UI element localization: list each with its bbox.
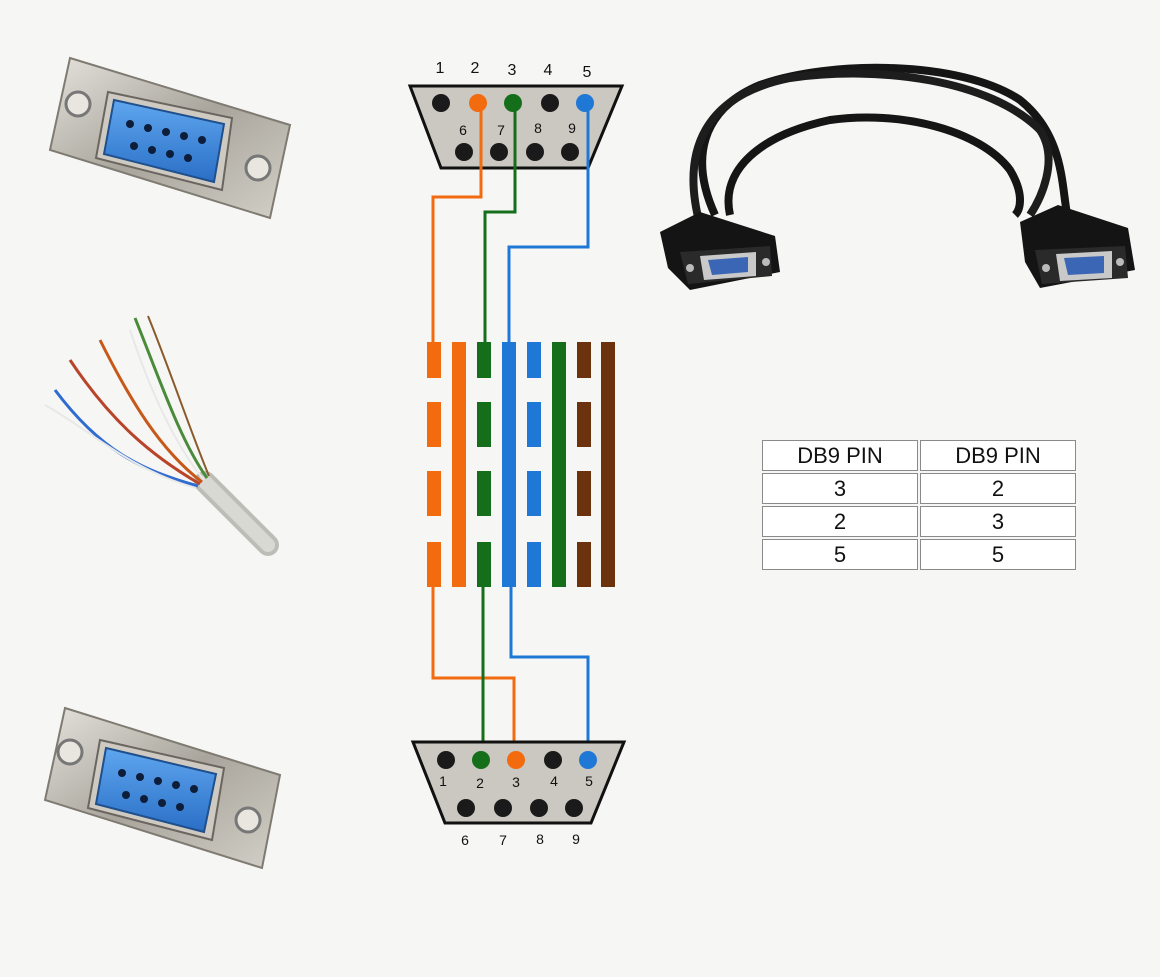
conductor-blue [502, 342, 516, 587]
wire-orange-top [431, 108, 483, 345]
pin-7-bottom [494, 799, 512, 817]
pinout-table: DB9 PIN DB9 PIN 3 2 2 3 5 5 [760, 438, 1078, 572]
pin-5-top [576, 94, 594, 112]
wires-top [431, 108, 590, 345]
pin-8-bottom [530, 799, 548, 817]
pin-label-bottom-2: 2 [476, 775, 484, 791]
pin-label-bottom-3: 3 [512, 774, 520, 790]
pin-label-bottom-5: 5 [585, 773, 593, 789]
pin-label-top-8: 8 [534, 120, 542, 136]
pin-3-top [504, 94, 522, 112]
pin-label-bottom-1: 1 [439, 773, 447, 789]
table-cell: 2 [920, 473, 1076, 504]
table-header-left: DB9 PIN [762, 440, 918, 471]
pin-9-top [561, 143, 579, 161]
wires-bottom [431, 587, 590, 752]
pin-label-bottom-7: 7 [499, 832, 507, 848]
pin-7-top [490, 143, 508, 161]
table-cell: 5 [920, 539, 1076, 570]
table-row: 2 3 [762, 506, 1076, 537]
serial-cable-photo [660, 63, 1135, 290]
conductor-brown-white [577, 342, 591, 587]
conductor-blue-white [527, 342, 541, 587]
pin-2-top [469, 94, 487, 112]
table-cell: 3 [762, 473, 918, 504]
pin-4-bottom [544, 751, 562, 769]
pin-5-bottom [579, 751, 597, 769]
table-cell: 2 [762, 506, 918, 537]
pin-8-top [526, 143, 544, 161]
pin-6-bottom [457, 799, 475, 817]
conductor-brown [601, 342, 615, 587]
db9-schematic-bottom: 1 2 3 4 5 6 7 8 9 [410, 740, 627, 848]
pin-1-bottom [437, 751, 455, 769]
pin-label-bottom-8: 8 [536, 831, 544, 847]
ethernet-conductors [427, 342, 615, 587]
table-row: 5 5 [762, 539, 1076, 570]
wire-orange-bottom [431, 587, 516, 752]
pin-label-top-5: 5 [583, 64, 592, 81]
db9-connector-photo-bottom [43, 706, 282, 870]
twisted-pair-cable-photo [44, 315, 279, 556]
wire-green-top [483, 108, 517, 345]
pin-9-bottom [565, 799, 583, 817]
pin-2-bottom [472, 751, 490, 769]
wire-blue-top [507, 108, 590, 345]
conductor-green-white [477, 342, 491, 587]
pin-6-top [455, 143, 473, 161]
db9-connector-photo-top [48, 56, 292, 220]
conductor-orange [452, 342, 466, 587]
table-cell: 5 [762, 539, 918, 570]
pin-label-top-6: 6 [459, 122, 467, 138]
conductor-green [552, 342, 566, 587]
pin-label-top-7: 7 [497, 122, 505, 138]
table-row: 3 2 [762, 473, 1076, 504]
pin-label-bottom-6: 6 [461, 832, 469, 848]
pin-label-top-3: 3 [508, 62, 517, 79]
pin-label-top-9: 9 [568, 120, 576, 136]
pin-label-top-1: 1 [436, 60, 445, 77]
pin-label-top-2: 2 [471, 60, 480, 77]
pin-label-top-4: 4 [544, 62, 553, 79]
table-cell: 3 [920, 506, 1076, 537]
pin-4-top [541, 94, 559, 112]
pin-1-top [432, 94, 450, 112]
wire-blue-bottom [509, 587, 590, 752]
table-header-row: DB9 PIN DB9 PIN [762, 440, 1076, 471]
pin-label-bottom-4: 4 [550, 773, 558, 789]
pin-3-bottom [507, 751, 525, 769]
table-header-right: DB9 PIN [920, 440, 1076, 471]
pin-label-bottom-9: 9 [572, 831, 580, 847]
conductor-orange-white [427, 342, 441, 587]
